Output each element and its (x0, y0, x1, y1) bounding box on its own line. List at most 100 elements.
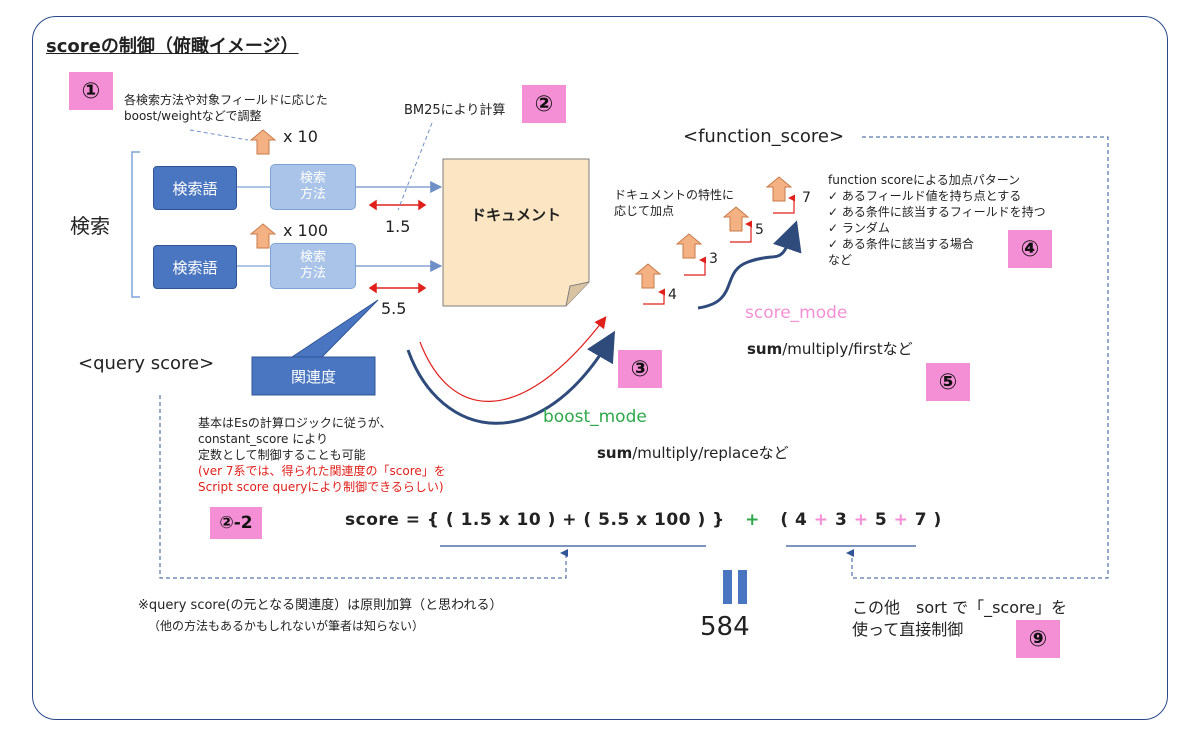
search-term-box-1: 検索語 (153, 166, 237, 210)
diagram-frame (32, 16, 1168, 720)
up-arrow-weight-1 (249, 129, 277, 155)
up-arrow-fs-4 (765, 176, 793, 202)
weight-2: x 100 (283, 221, 329, 240)
formula-function-open: ( 4 (780, 510, 814, 530)
formula-value: 5 (868, 510, 894, 530)
relevance-label: 関連度 (290, 367, 336, 386)
boost-note-line-1: 各検索方法や対象フィールドに応じた (124, 93, 328, 107)
equals-bar-2 (738, 570, 747, 604)
step-value-1: 4 (668, 287, 677, 303)
es-note-line-1: 基本はEsの計算ロジックに従うが、 (198, 416, 392, 430)
formula-value: 7 ) (908, 510, 942, 530)
badge-9: ⑨ (1016, 620, 1060, 658)
formula-result: 584 (700, 612, 750, 642)
score-mode-rest: /multiply/firstなど (782, 340, 913, 358)
method-2-line-2: 方法 (299, 266, 326, 281)
doc-feature-note: ドキュメントの特性に 応じて加点 (614, 187, 734, 219)
sort-footnote: この他 sort で「_score」を 使って直接制御 (852, 597, 1067, 641)
doc-feature-note-line-2: 応じて加点 (614, 204, 675, 218)
pattern-item: ✓ あるフィールド値を持ち点とする (828, 189, 1022, 203)
score-formula: score = { ( 1.5 x 10 ) + ( 5.5 x 100 ) }… (345, 510, 942, 530)
query-footnote: ※query score(の元となる関連度）は原則加算（と思われる） （他の方法… (138, 596, 503, 636)
es-note-red-line-1: (ver 7系では、得られた関連度の「score」を (198, 464, 446, 478)
score-1: 1.5 (385, 217, 411, 236)
badge-3: ③ (618, 350, 662, 388)
step-value-4: 7 (802, 190, 811, 206)
score-mode-wavy-arrow (697, 220, 802, 310)
formula-pink-plus: + (853, 510, 869, 530)
bm25-note: BM25により計算 (404, 103, 506, 118)
es-note-red-line-2: Script score queryにより制御できるらしい) (198, 480, 444, 494)
boost-mode-options: sum/multiply/replaceなど (597, 442, 789, 463)
es-note-line-3: 定数として制御することも可能 (198, 448, 366, 462)
formula-query-part: ( 1.5 x 10 ) + ( 5.5 x 100 ) } (439, 510, 725, 530)
formula-value: 3 (828, 510, 854, 530)
pattern-item: ✓ ある条件に該当する場合 (828, 237, 974, 251)
pattern-title: function scoreによる加点パターン (828, 173, 1021, 187)
query-footnote-line-2: （他の方法もあるかもしれないが筆者は知らない） (148, 619, 425, 633)
method-2-line-1: 検索 (299, 250, 326, 265)
weight-1: x 10 (283, 127, 318, 146)
sort-footnote-line-1: この他 sort で「_score」を (852, 598, 1068, 617)
doc-feature-note-line-1: ドキュメントの特性に (614, 188, 735, 202)
score-mode-label: score_mode (745, 303, 848, 323)
bm25-leader (397, 122, 433, 211)
method-1-line-2: 方法 (299, 187, 326, 202)
step-value-2: 3 (709, 251, 718, 267)
pattern-list: function scoreによる加点パターン ✓ あるフィールド値を持ち点とす… (828, 172, 1046, 268)
pattern-item: ✓ ある条件に該当するフィールドを持つ (828, 205, 1046, 219)
query-footnote-line-1: ※query score(の元となる関連度）は原則加算（と思われる） (138, 598, 503, 613)
formula-pink-plus: + (893, 510, 909, 530)
boost-mode-label: boost_mode (543, 407, 647, 427)
score-mode-options: sum/multiply/firstなど (747, 338, 913, 359)
es-note-line-2: constant_score により (198, 432, 328, 446)
up-arrow-fs-3 (722, 206, 750, 232)
score-width-arrow-1 (368, 199, 427, 211)
step-3 (730, 220, 753, 243)
badge-5: ⑤ (926, 363, 970, 401)
boost-note-line-2: boost/weightなどで調整 (124, 109, 262, 123)
search-method-box-2: 検索方法 (270, 243, 356, 289)
step-value-3: 5 (755, 222, 764, 238)
es-note: 基本はEsの計算ロジックに従うが、 constant_score により 定数と… (198, 415, 446, 495)
step-1 (643, 288, 666, 305)
sort-footnote-line-2: 使って直接制御 (852, 620, 964, 639)
formula-lhs: score = { (345, 510, 440, 530)
method-1-line-1: 検索 (299, 171, 326, 186)
score-2: 5.5 (381, 299, 407, 318)
badge-2: ② (522, 85, 566, 123)
boost-red-arrow (419, 316, 607, 402)
boost-note: 各検索方法や対象フィールドに応じた boost/weightなどで調整 (124, 92, 328, 124)
boost-leader (189, 129, 249, 141)
pattern-item: ✓ ランダム (828, 221, 890, 235)
score-mode-bold: sum (747, 340, 783, 358)
badge-2-2: ②-2 (210, 507, 262, 539)
document-shape (442, 158, 590, 307)
boost-navy-arrow (406, 330, 616, 425)
up-arrow-fs-1 (634, 263, 662, 289)
formula-pink-plus: + (813, 510, 829, 530)
page-title: scoreの制御（俯瞰イメージ） (46, 36, 299, 57)
function-dashed-link (846, 136, 1109, 579)
relevance-bubble (251, 299, 379, 396)
badge-4: ④ (1008, 230, 1052, 268)
step-4 (773, 194, 796, 214)
query-score-label: <query score> (78, 353, 215, 374)
search-method-box-1: 検索方法 (270, 164, 356, 210)
document-fold (565, 281, 590, 307)
up-arrow-weight-2 (249, 223, 277, 249)
pattern-more: など (828, 253, 853, 267)
search-term-box-2: 検索語 (153, 245, 237, 289)
formula-plus: + (745, 510, 760, 530)
equals-bar-1 (723, 570, 732, 604)
step-2 (684, 256, 707, 276)
boost-mode-rest: /multiply/replaceなど (632, 444, 789, 462)
query-dashed-link (159, 395, 568, 579)
score-width-arrow-2 (368, 282, 427, 294)
badge-1: ① (69, 72, 113, 110)
document-label: ドキュメント (470, 206, 561, 224)
search-label: 検索 (70, 214, 110, 238)
function-score-label: <function_score> (683, 126, 845, 147)
boost-mode-bold: sum (597, 444, 633, 462)
